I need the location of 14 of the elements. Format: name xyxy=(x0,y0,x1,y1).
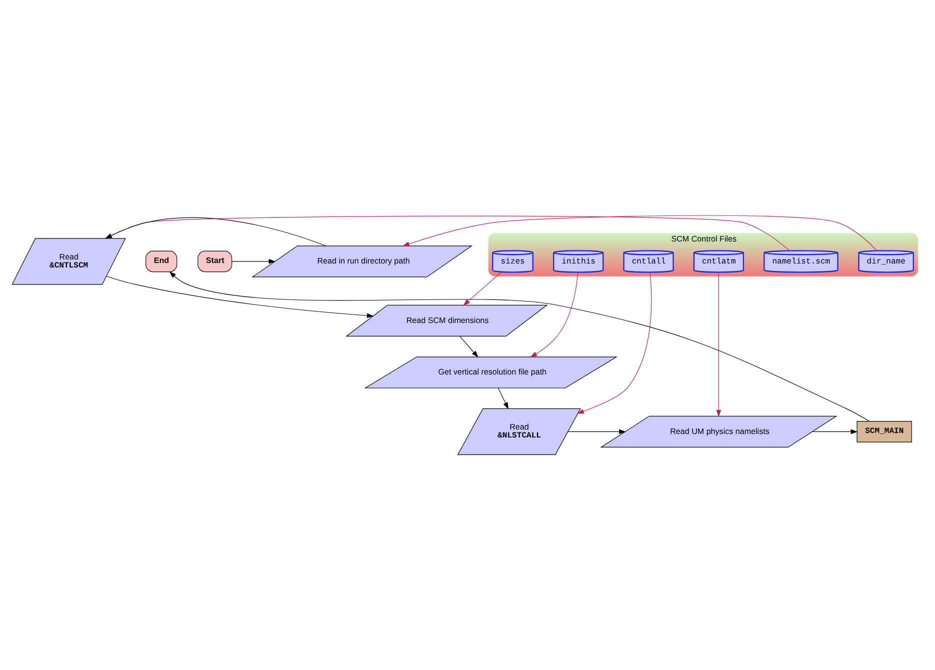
arrow xyxy=(530,272,578,358)
arrow xyxy=(232,259,276,264)
arrow xyxy=(568,429,626,434)
arrow xyxy=(463,272,502,306)
arrow xyxy=(169,271,870,422)
arrow xyxy=(106,276,374,318)
arrow xyxy=(498,388,509,410)
arrow xyxy=(716,272,722,417)
arrow xyxy=(812,429,858,434)
arrow xyxy=(402,215,878,251)
arrow xyxy=(577,272,652,414)
arrow xyxy=(105,217,326,246)
arrow xyxy=(460,336,478,358)
arrow xyxy=(105,216,790,251)
